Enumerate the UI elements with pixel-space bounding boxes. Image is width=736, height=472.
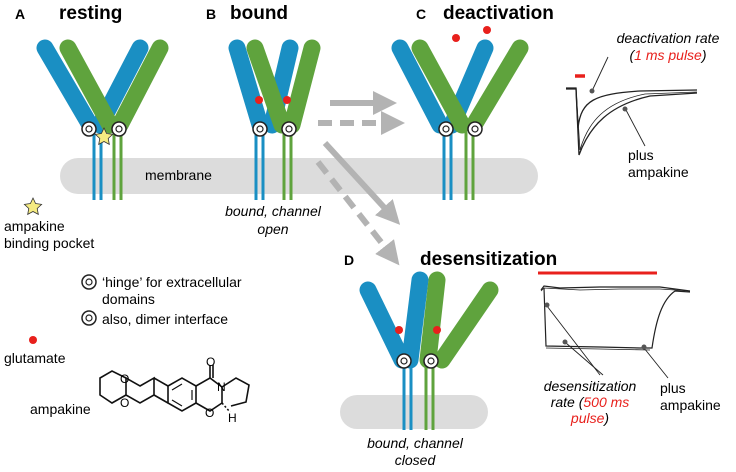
glutamate-dot (283, 96, 291, 104)
structure-oxygen-4: O (205, 406, 215, 420)
glutamate-dot (483, 26, 491, 34)
panel-a-title: resting (59, 3, 123, 24)
structure-label: ampakine (30, 401, 91, 417)
plus-ampakine-label-c: plus ampakine (628, 147, 689, 180)
membrane-label: membrane (145, 167, 212, 183)
pointer-rate (591, 56, 609, 92)
panel-d-letter: D (344, 252, 355, 268)
structure-oxygen-2: O (120, 396, 130, 410)
legend-star-icon (23, 197, 43, 216)
trace-plus-ampakine (540, 285, 691, 292)
arrow-d-to-b-dashed (315, 160, 400, 266)
transition-arrows (315, 91, 405, 266)
hinge-icon (81, 121, 127, 137)
panel-d-caption: bound, channel closed (367, 435, 463, 468)
receptor-a (36, 39, 169, 200)
plus-ampakine-label-d: plus ampakine (660, 380, 721, 413)
legend-glutamate-label: glutamate (4, 350, 66, 366)
glutamate-dot (452, 34, 460, 42)
hinge-icon (438, 121, 483, 137)
receptor-d (359, 271, 499, 430)
receptor-c (391, 26, 529, 200)
membrane-top (60, 158, 538, 194)
glutamate-dot (433, 326, 441, 334)
structure-hydrogen: H (228, 411, 237, 425)
panel-c-title: deactivation (443, 3, 554, 24)
pointer-plus (625, 109, 646, 147)
trace-control (543, 287, 691, 349)
structure-oxygen-3: O (206, 355, 216, 369)
panel-c-letter: C (416, 6, 427, 22)
ampakine-structure (99, 365, 250, 413)
hinge-icon (252, 121, 297, 137)
legend-dimer-icon (81, 310, 97, 326)
legend-hinge-icon (81, 274, 97, 290)
receptor-b (228, 39, 321, 200)
glutamate-dot (395, 326, 403, 334)
membrane-bottom (340, 395, 488, 429)
legend-dimer-label: also, dimer interface (102, 311, 229, 327)
hinge-icon (396, 353, 439, 369)
ampakine-pocket-star-icon (94, 127, 114, 146)
legend-hinge-label: ‘hinge’ for extracellular domains (102, 274, 242, 307)
glutamate-dot (255, 96, 263, 104)
panel-a-letter: A (15, 6, 26, 22)
structure-nitrogen: N (217, 380, 226, 394)
deactivation-trace (566, 56, 698, 156)
panel-b-title: bound (230, 3, 289, 24)
desensitization-trace (538, 271, 691, 379)
arrow-b-to-d-solid (322, 140, 401, 225)
panel-d-title: desensitization (420, 249, 558, 270)
desensitization-rate-label: desensitization rate (500 ms pulse) (543, 378, 637, 427)
panel-b-caption: bound, channel open (225, 203, 321, 237)
legend-pocket-label: ampakine binding pocket (4, 218, 95, 251)
panel-b-letter: B (206, 6, 217, 22)
structure-oxygen-1: O (120, 372, 130, 386)
legend-glutamate-dot (29, 336, 37, 344)
trace-plus-ampakine (566, 88, 698, 156)
deactivation-rate-label: deactivation rate (1 ms pulse) (616, 30, 720, 63)
